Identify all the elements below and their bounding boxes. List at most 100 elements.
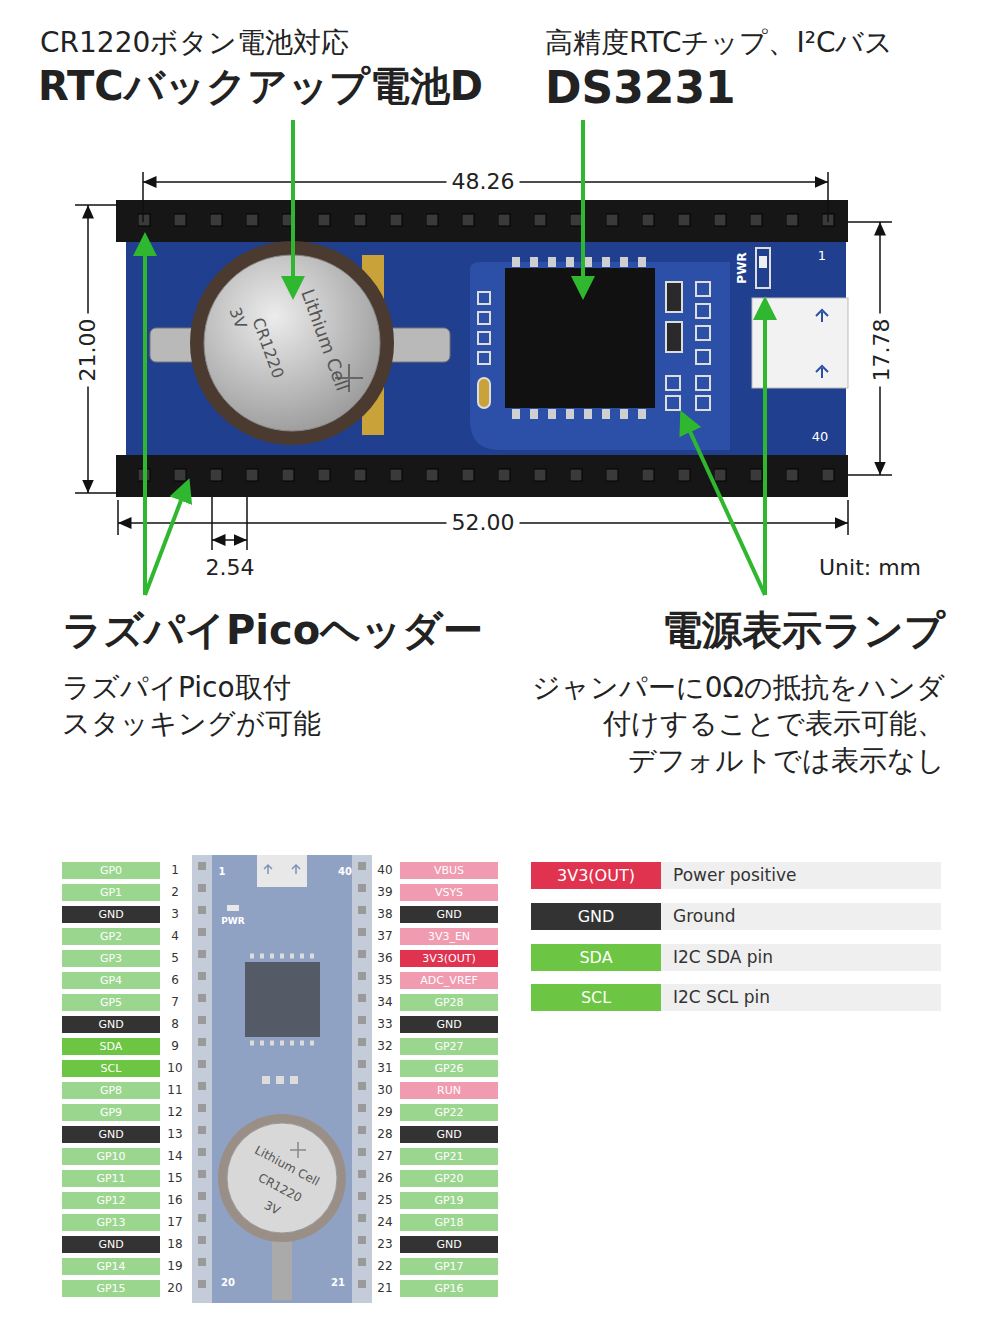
pin-number: 32: [373, 1038, 397, 1055]
pin-name: GND: [400, 906, 498, 923]
silkscreen-label: 40: [812, 429, 829, 445]
silkscreen-label: 20: [221, 1277, 235, 1289]
pin-number: 27: [373, 1148, 397, 1165]
pin-number: 25: [373, 1192, 397, 1209]
pin-number: 20: [163, 1280, 187, 1297]
pin-label-box: 3V3_EN37: [400, 928, 498, 945]
pin-label-box: RUN30: [400, 1082, 498, 1099]
pin-number: 11: [163, 1082, 187, 1099]
pin-name: GP12: [62, 1192, 160, 1209]
pin-label-box: VBUS40: [400, 862, 498, 879]
top-board: [116, 200, 858, 497]
pin-number: 3: [163, 906, 187, 923]
silkscreen-label: 40: [338, 866, 352, 878]
pin-name: GP5: [62, 994, 160, 1011]
pin-name: VSYS: [400, 884, 498, 901]
pin-name: GP4: [62, 972, 160, 989]
pin-number: 8: [163, 1016, 187, 1033]
pin-name: VBUS: [400, 862, 498, 879]
pin-label-box: GP1014: [62, 1148, 160, 1165]
pin-label-box: GP811: [62, 1082, 160, 1099]
pin-label-box: VSYS39: [400, 884, 498, 901]
pin-label-box: GP912: [62, 1104, 160, 1121]
pin-name: SDA: [62, 1038, 160, 1055]
led-title: 電源表示ランプ: [662, 606, 945, 654]
legend-swatch-label: GND: [578, 907, 615, 926]
pin-number: 18: [163, 1236, 187, 1253]
pin-label-box: GP1317: [62, 1214, 160, 1231]
silkscreen-label: PWR: [735, 252, 749, 283]
pin-label-box: GP2229: [400, 1104, 498, 1121]
pin-name: GP22: [400, 1104, 498, 1121]
battery-feature-note: CR1220ボタン電池対応: [40, 26, 349, 60]
pin-number: 15: [163, 1170, 187, 1187]
pin-label-box: GND18: [62, 1236, 160, 1253]
pin-name: GP28: [400, 994, 498, 1011]
pin-label-box: GP24: [62, 928, 160, 945]
pin-name: GP10: [62, 1148, 160, 1165]
silkscreen-label: 1: [818, 248, 826, 264]
pin-label-box: GP1520: [62, 1280, 160, 1297]
pin-label-box: GP2834: [400, 994, 498, 1011]
pin-number: 21: [373, 1280, 397, 1297]
pin-label-box: GND33: [400, 1016, 498, 1033]
pin-number: 17: [163, 1214, 187, 1231]
legend-swatch-label: SDA: [579, 948, 612, 967]
pin-label-box: GP57: [62, 994, 160, 1011]
pin-name: GP11: [62, 1170, 160, 1187]
pin-label-box: GP1419: [62, 1258, 160, 1275]
pin-name: RUN: [400, 1082, 498, 1099]
pin-name: GP15: [62, 1280, 160, 1297]
pin-name: GND: [62, 906, 160, 923]
pin-name: ADC_VREF: [400, 972, 498, 989]
pin-number: 39: [373, 884, 397, 901]
pin-number: 5: [163, 950, 187, 967]
pin-name: GP20: [400, 1170, 498, 1187]
leader-arrows: [145, 120, 765, 595]
header-note: ラズパイPico取付 スタッキングが可能: [62, 670, 392, 743]
pin-label-box: GP1824: [400, 1214, 498, 1231]
pin-label-box: GND3: [62, 906, 160, 923]
led-note: ジャンパーに0Ωの抵抗をハンダ 付けすることで表示可能、 デフォルトでは表示なし: [505, 670, 945, 779]
pin-name: GND: [400, 1126, 498, 1143]
pin-label-box: 3V3(OUT)36: [400, 950, 498, 967]
pin-name: GP14: [62, 1258, 160, 1275]
pin-number: 37: [373, 928, 397, 945]
pin-name: 3V3_EN: [400, 928, 498, 945]
dimension-lines: [75, 172, 892, 550]
pin-number: 9: [163, 1038, 187, 1055]
silkscreen-label: 21: [331, 1277, 345, 1289]
pin-name: GND: [62, 1016, 160, 1033]
pin-label-box: GND38: [400, 906, 498, 923]
unit-note: Unit: mm: [819, 555, 921, 581]
chip-title: DS3231: [545, 62, 736, 115]
pin-number: 16: [163, 1192, 187, 1209]
legend-text: Ground: [673, 903, 736, 930]
silkscreen-label: 1: [219, 866, 226, 878]
pin-name: GND: [62, 1126, 160, 1143]
pin-name: SCL: [62, 1060, 160, 1077]
pin-number: 35: [373, 972, 397, 989]
pin-number: 22: [373, 1258, 397, 1275]
pin-label-box: GND23: [400, 1236, 498, 1253]
dimension-label: 52.00: [447, 510, 520, 536]
legend-swatch-label: SCL: [581, 988, 611, 1007]
pin-number: 29: [373, 1104, 397, 1121]
pin-name: GP3: [62, 950, 160, 967]
pin-label-box: GP46: [62, 972, 160, 989]
pin-name: GP18: [400, 1214, 498, 1231]
pin-name: GP21: [400, 1148, 498, 1165]
pin-number: 6: [163, 972, 187, 989]
pin-label-box: SCL10: [62, 1060, 160, 1077]
silkscreen-label: PWR: [221, 916, 244, 927]
legend-text: I2C SDA pin: [673, 944, 773, 971]
pin-label-box: GP01: [62, 862, 160, 879]
pin-number: 4: [163, 928, 187, 945]
pin-label-box: GP2732: [400, 1038, 498, 1055]
pin-label-box: GP1722: [400, 1258, 498, 1275]
pin-name: GP27: [400, 1038, 498, 1055]
pin-name: GP19: [400, 1192, 498, 1209]
pin-number: 31: [373, 1060, 397, 1077]
